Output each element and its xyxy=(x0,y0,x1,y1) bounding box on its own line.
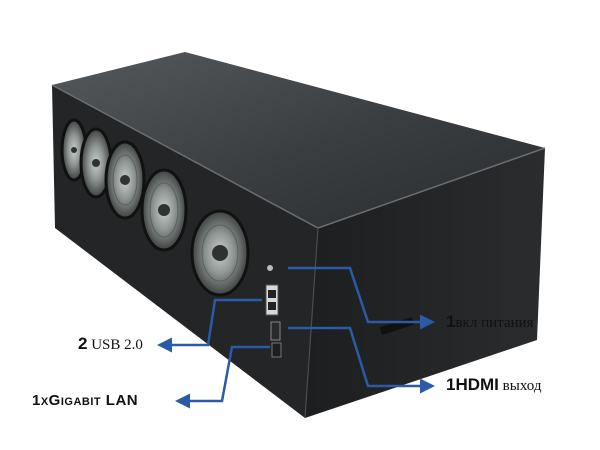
hdmi-count: 1 xyxy=(446,375,456,394)
io-ports xyxy=(265,265,282,358)
hdmi-label: 1HDMI выход xyxy=(446,376,541,394)
power-label: 1вкл питания xyxy=(446,313,533,331)
lan-text: 1xGigabit LAN xyxy=(32,392,139,409)
case-top xyxy=(52,52,545,228)
power-text: вкл питания xyxy=(455,315,534,331)
usb-text: USB 2.0 xyxy=(87,337,143,353)
usb-count: 2 xyxy=(78,334,88,353)
hdmi-bold-text: HDMI xyxy=(455,375,499,394)
power-count: 1 xyxy=(446,312,456,331)
hdmi-text: выход xyxy=(498,378,542,394)
case-side xyxy=(305,148,545,418)
usb-label: 2 USB 2.0 xyxy=(78,335,143,353)
lan-label: 1xGigabit LAN xyxy=(32,393,138,409)
